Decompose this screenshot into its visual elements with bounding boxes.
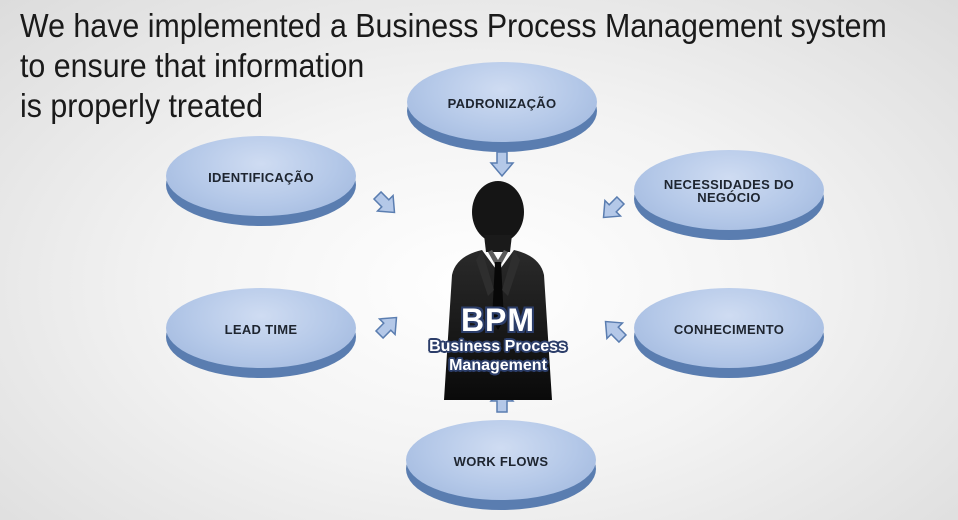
bpm-subtitle-line-2: Management — [449, 357, 547, 374]
node-padronizacao: PADRONIZAÇÃO — [407, 62, 597, 152]
node-label-identificacao: IDENTIFICAÇÃO — [208, 169, 314, 185]
headline-line-2: to ensure that information — [20, 47, 365, 84]
arrow-diagonal-icon — [374, 316, 398, 340]
node-label-necessidades-line-2: NEGÓCIO — [697, 190, 761, 205]
node-label-necessidades: NECESSIDADES DO NEGÓCIO — [644, 178, 814, 204]
node-identificacao: IDENTIFICAÇÃO — [166, 136, 356, 226]
node-lead-time: LEAD TIME — [166, 288, 356, 378]
node-conhecimento: CONHECIMENTO — [634, 288, 824, 378]
node-face — [634, 288, 824, 368]
node-face — [166, 136, 356, 216]
bpm-label: BPM Business Process Management — [398, 303, 598, 375]
node-label-conhecimento: CONHECIMENTO — [673, 321, 785, 337]
node-face — [407, 62, 597, 142]
node-work-flows: WORK FLOWS — [406, 420, 596, 510]
headline: We have implemented a Business Process M… — [20, 6, 887, 126]
node-face — [406, 420, 596, 500]
node-label-lead-time: LEAD TIME — [224, 321, 298, 337]
arrow-diagonal-icon — [372, 190, 396, 214]
node-face — [166, 288, 356, 368]
businessman-silhouette — [444, 181, 552, 400]
node-label-necessidades-line-1: NECESSIDADES DO — [663, 177, 795, 192]
node-necessidades-do-negocio: NECESSIDADES DO NEGÓCIO — [634, 150, 824, 240]
arrow-down-icon — [489, 151, 515, 178]
bpm-title: BPM — [460, 302, 536, 338]
arrow-diagonal-icon — [604, 320, 628, 344]
node-label-padronizacao: PADRONIZAÇÃO — [447, 95, 557, 111]
headline-line-3: is properly treated — [20, 87, 264, 124]
node-label-work-flows: WORK FLOWS — [453, 453, 549, 469]
arrow-diagonal-icon — [602, 195, 626, 219]
bpm-subtitle-line-1: Business Process — [429, 338, 567, 355]
headline-line-1: We have implemented a Business Process M… — [20, 7, 887, 44]
node-face — [634, 150, 824, 230]
